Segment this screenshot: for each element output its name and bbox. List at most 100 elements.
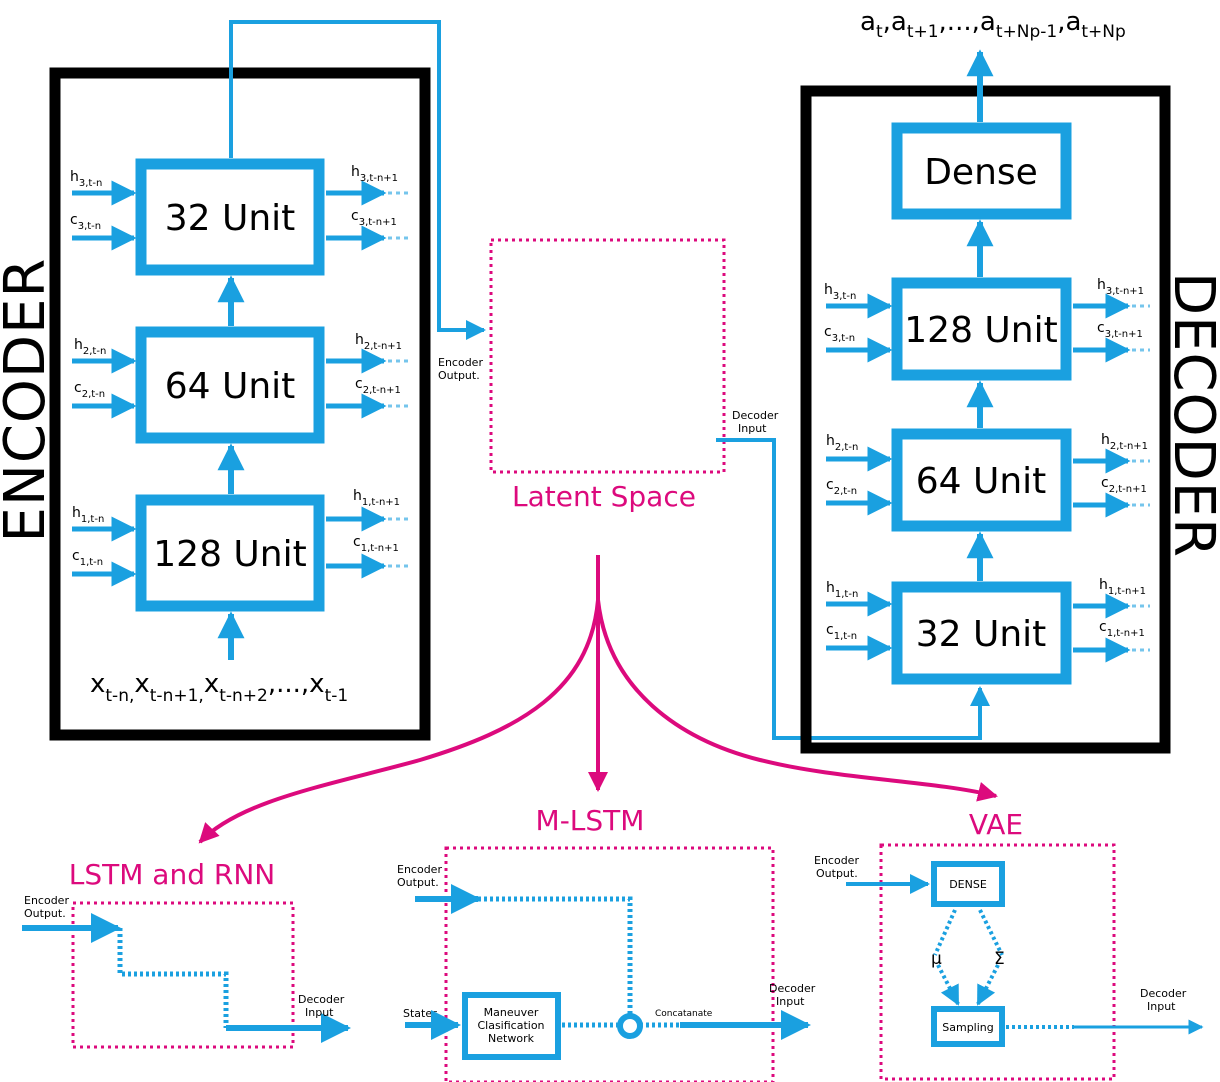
vae-input-label-2: Output. (816, 867, 858, 880)
lstm-rnn-input-label: Encoder (24, 894, 69, 907)
svg-text:c3,t-n+1: c3,t-n+1 (351, 208, 397, 228)
latent-decoder-input-label: Decoder (732, 409, 779, 422)
m-lstm-maneuver-network (462, 992, 561, 1060)
m-lstm-concat-node (617, 1013, 643, 1039)
encoder-layer-32 (135, 158, 325, 276)
m-lstm-input-label: Encoder (397, 863, 442, 876)
m-lstm-input-label-2: Output. (397, 876, 439, 889)
svg-text:c2,t-n: c2,t-n (74, 380, 105, 400)
decoder-layer-128-label: 128 Unit (904, 310, 1057, 351)
m-lstm-title: M-LSTM (536, 804, 645, 837)
variant-lstm-rnn: LSTM and RNN Encoder Output. Decoder Inp… (22, 858, 351, 1049)
decoder-layer-64-label: 64 Unit (916, 461, 1047, 502)
encoder-layer-128 (135, 494, 325, 612)
encoder: ENCODER 32 Unit 64 Unit 128 Unit xt-n,xt… (0, 67, 431, 741)
lstm-rnn-dotted-path (117, 928, 229, 1028)
latent-decoder-input-label-2: Input (738, 422, 767, 435)
vae-sigma-label: Σ (994, 949, 1005, 969)
decoder-dense-label: Dense (924, 152, 1038, 193)
latent-encoder-output-label-2: Output. (438, 369, 480, 382)
svg-text:h1,t-n: h1,t-n (72, 505, 104, 525)
svg-text:c3,t-n: c3,t-n (824, 324, 855, 344)
decoder-state-output-labels: h3,t-n+1 c3,t-n+1 h2,t-n+1 c2,t-n+1 h1,t… (1097, 277, 1148, 639)
svg-text:h1,t-n+1: h1,t-n+1 (353, 488, 400, 508)
svg-text:c2,t-n+1: c2,t-n+1 (1101, 475, 1147, 495)
encoder-input-sequence: xt-n,xt-n+1,xt-n+2,...,xt-1 (90, 669, 348, 706)
encoder-state-inputs (72, 180, 137, 587)
decoder-state-outputs (1073, 293, 1131, 663)
lstm-rnn-output-label-2: Input (305, 1006, 334, 1019)
latent-variants-branches (198, 555, 998, 844)
m-lstm-concat-label: Concatanate (655, 1009, 713, 1019)
svg-text:c2,t-n: c2,t-n (826, 477, 857, 497)
svg-text:h1,t-n+1: h1,t-n+1 (1099, 577, 1146, 597)
m-lstm-output-label: Decoder (769, 982, 816, 995)
encoder-frame (49, 67, 431, 741)
svg-text:h2,t-n: h2,t-n (74, 337, 106, 357)
latent-space-label: Latent Space (512, 480, 696, 513)
m-lstm-box (444, 846, 775, 1082)
encoder-state-output-dashes (388, 191, 408, 568)
decoder-input-connector (716, 438, 990, 740)
svg-text:c3,t-n+1: c3,t-n+1 (1097, 320, 1143, 340)
m-lstm-states-label: States (403, 1007, 438, 1020)
vae-title: VAE (969, 808, 1023, 841)
vae-mu-label: μ (931, 949, 942, 969)
vae-output-label: Decoder (1140, 987, 1187, 1000)
m-lstm-net-label-2: Clasification (477, 1019, 544, 1032)
vae-sampling-label: Sampling (942, 1021, 994, 1034)
svg-text:c1,t-n+1: c1,t-n+1 (353, 534, 399, 554)
svg-text:h3,t-n: h3,t-n (70, 169, 102, 189)
encoder-layer-32-label: 32 Unit (165, 198, 296, 239)
svg-text:h3,t-n+1: h3,t-n+1 (1097, 277, 1144, 297)
svg-text:h2,t-n: h2,t-n (826, 433, 858, 453)
decoder-dense-box (891, 122, 1072, 220)
svg-text:c1,t-n+1: c1,t-n+1 (1099, 619, 1145, 639)
encoder-state-input-labels: h3,t-n c3,t-n h2,t-n c2,t-n h1,t-n c1,t-… (70, 169, 106, 568)
decoder-layer-32-label: 32 Unit (916, 614, 1047, 655)
svg-text:h3,t-n+1: h3,t-n+1 (351, 164, 398, 184)
encoder-output-connector (229, 20, 486, 340)
vae-mu-line-bottom (936, 964, 960, 1006)
svg-text:c3,t-n: c3,t-n (70, 212, 101, 232)
decoder-layer-32 (891, 581, 1072, 685)
svg-text:h3,t-n: h3,t-n (824, 282, 856, 302)
svg-text:c1,t-n: c1,t-n (826, 622, 857, 642)
svg-text:h2,t-n+1: h2,t-n+1 (1101, 432, 1148, 452)
vae-sigma-line-top (978, 909, 1004, 956)
vae-output-label-2: Input (1147, 1000, 1176, 1013)
decoder-frame (800, 85, 1171, 754)
variant-m-lstm: M-LSTM Encoder Output. States Maneuver C… (397, 804, 816, 1082)
decoder-title: DECODER (1161, 272, 1220, 558)
decoder-state-output-dashes (1132, 304, 1150, 652)
latent-space-box (489, 238, 726, 474)
vae-sigma-line-bottom (976, 964, 1000, 1006)
vae-input-label: Encoder (814, 854, 859, 867)
decoder-layer-64 (891, 428, 1072, 532)
m-lstm-dotted-path (478, 896, 633, 1015)
svg-text:h2,t-n+1: h2,t-n+1 (355, 332, 402, 352)
encoder-title: ENCODER (0, 258, 58, 543)
lstm-rnn-title: LSTM and RNN (69, 858, 275, 891)
decoder-state-input-labels: h3,t-n c3,t-n h2,t-n c2,t-n h1,t-n c1,t-… (824, 282, 858, 642)
vae-dense-box (931, 861, 1005, 907)
decoder-state-inputs (826, 293, 893, 661)
vae-box (879, 843, 1116, 1081)
m-lstm-net-label-1: Maneuver (484, 1006, 539, 1019)
decoder: DECODER Dense 128 Unit 64 Unit 32 Unit a… (800, 7, 1220, 754)
decoder-output-sequence: at,at+1,...,at+Np-1,at+Np (860, 7, 1126, 42)
lstm-rnn-output-label: Decoder (298, 993, 345, 1006)
vae-mu-line-top (933, 909, 957, 956)
lstm-rnn-input-label-2: Output. (24, 907, 66, 920)
encoder-layer-128-label: 128 Unit (153, 534, 306, 575)
decoder-layer-128 (891, 277, 1072, 381)
vae-sampling-box (931, 1006, 1005, 1047)
encoder-state-outputs (326, 180, 387, 579)
vae-dense-label: DENSE (949, 878, 987, 891)
variant-vae: VAE Encoder Output. DENSE μ Σ Sampling D… (814, 808, 1204, 1081)
m-lstm-output-label-2: Input (776, 995, 805, 1008)
encoder-layer-64 (135, 326, 325, 444)
svg-text:c1,t-n: c1,t-n (72, 548, 103, 568)
latent-encoder-output-label: Encoder (438, 356, 483, 369)
